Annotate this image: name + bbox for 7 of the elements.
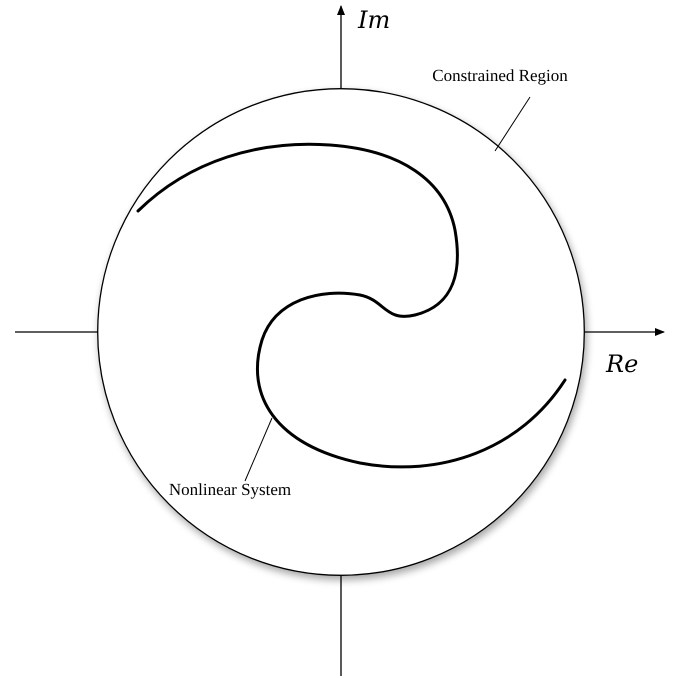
leader-line <box>244 418 272 482</box>
callout-label: Constrained Region <box>425 66 575 86</box>
trajectory-curve <box>136 142 566 468</box>
axis-label: Im <box>358 6 390 34</box>
callout-label: Nonlinear System <box>155 480 305 500</box>
leader-line <box>494 96 530 152</box>
axis-label: Re <box>606 350 638 378</box>
